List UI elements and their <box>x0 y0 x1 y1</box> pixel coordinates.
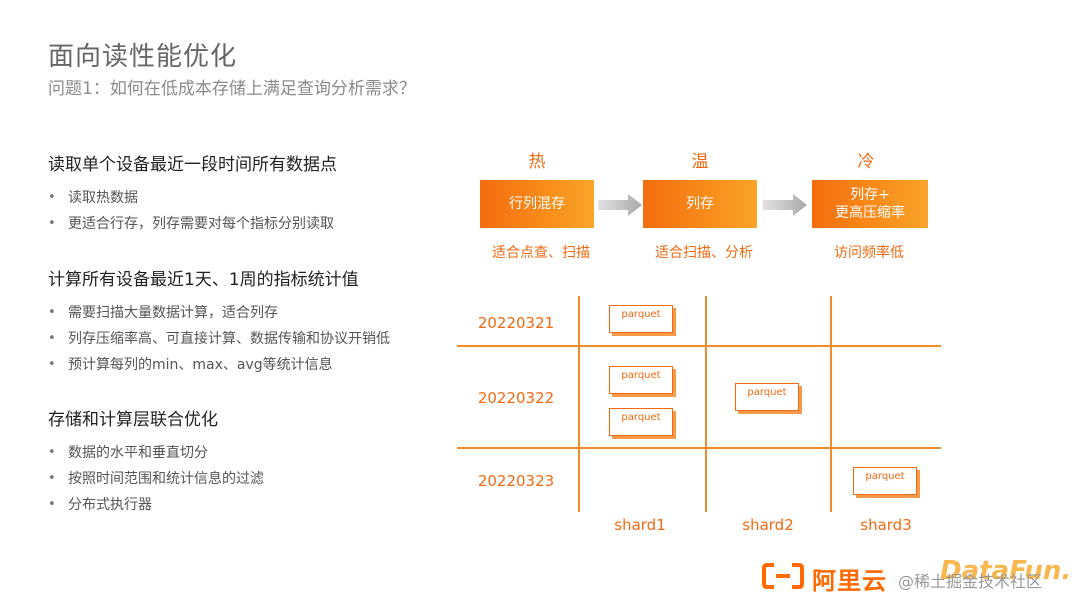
page-title: 面向读性能优化 <box>48 42 238 72</box>
bullet-list: • 需要扫描大量数据计算，适合列存 • 列存压缩率高、可直接计算、数据传输和协议开销… <box>48 300 448 378</box>
date-label: 20220322 <box>477 389 555 407</box>
grid-vertical-line <box>830 296 832 512</box>
bullet-text: 需要扫描大量数据计算，适合列存 <box>68 305 278 321</box>
tier-cold-desc: 访问频率低 <box>834 245 904 261</box>
bullet-item: • 预计算每列的min、max、avg等统计信息 <box>48 352 448 378</box>
parquet-file: parquet <box>609 305 673 333</box>
shard-label: shard1 <box>614 516 666 534</box>
bullet-icon: • <box>48 497 56 512</box>
bullet-item: • 读取热数据 <box>48 185 448 211</box>
bullet-text: 数据的水平和垂直切分 <box>68 445 208 461</box>
aliyun-logo: 阿里云 <box>762 560 887 596</box>
section-heading: 存储和计算层联合优化 <box>48 410 218 430</box>
bullet-list: • 读取热数据 • 更适合行存，列存需要对每个指标分别读取 <box>48 185 448 237</box>
date-label: 20220323 <box>477 472 555 490</box>
arrow-right-icon <box>763 194 807 220</box>
bullet-item: • 更适合行存，列存需要对每个指标分别读取 <box>48 211 448 237</box>
bullet-icon: • <box>48 305 56 320</box>
tier-cold-box-line1: 列存+ <box>850 187 890 203</box>
shard-label: shard3 <box>860 516 912 534</box>
bullet-item: • 需要扫描大量数据计算，适合列存 <box>48 300 448 326</box>
parquet-file: parquet <box>609 366 673 394</box>
bullet-text: 列存压缩率高、可直接计算、数据传输和协议开销低 <box>68 331 390 347</box>
date-label: 20220321 <box>477 314 555 332</box>
page-subtitle: 问题1：如何在低成本存储上满足查询分析需求？ <box>48 79 416 99</box>
bullet-icon: • <box>48 331 56 346</box>
arrow-right-icon <box>598 194 642 220</box>
bullet-icon: • <box>48 471 56 486</box>
tier-warm-label: 温 <box>691 152 709 172</box>
aliyun-logo-text: 阿里云 <box>812 566 887 595</box>
bullet-icon: • <box>48 357 56 372</box>
parquet-file: parquet <box>735 383 799 411</box>
bullet-item: • 数据的水平和垂直切分 <box>48 440 448 466</box>
section-heading: 计算所有设备最近1天、1周的指标统计值 <box>48 270 359 290</box>
section-compute-stats: 计算所有设备最近1天、1周的指标统计值 • 需要扫描大量数据计算，适合列存 • 列存… <box>48 265 448 378</box>
bullet-text: 预计算每列的min、max、avg等统计信息 <box>68 357 333 373</box>
parquet-file: parquet <box>853 467 917 495</box>
bullet-icon: • <box>48 216 56 231</box>
tier-warm-box: 列存 <box>643 180 757 228</box>
bullet-item: • 分布式执行器 <box>48 492 448 518</box>
aliyun-bracket-icon <box>762 562 804 594</box>
bullet-text: 按照时间范围和统计信息的过滤 <box>68 471 264 487</box>
bullet-text: 更适合行存，列存需要对每个指标分别读取 <box>68 216 334 232</box>
grid-vertical-line <box>578 296 580 512</box>
bullet-icon: • <box>48 445 56 460</box>
tier-cold-label: 冷 <box>857 152 875 172</box>
tier-hot-desc: 适合点查、扫描 <box>492 245 590 261</box>
bullet-text: 分布式执行器 <box>68 497 152 513</box>
juejin-watermark: @稀土掘金技术社区 <box>898 572 1043 591</box>
bullet-item: • 列存压缩率高、可直接计算、数据传输和协议开销低 <box>48 326 448 352</box>
bullet-icon: • <box>48 190 56 205</box>
section-heading: 读取单个设备最近一段时间所有数据点 <box>48 155 337 175</box>
section-read-single-device: 读取单个设备最近一段时间所有数据点 • 读取热数据 • 更适合行存，列存需要对每个指… <box>48 150 448 237</box>
grid-horizontal-line <box>457 345 941 347</box>
bullet-text: 读取热数据 <box>68 190 138 206</box>
grid-vertical-line <box>705 296 707 512</box>
tier-hot-label: 热 <box>528 152 546 172</box>
tier-cold-box-line2: 更高压缩率 <box>835 205 905 221</box>
datafun-watermark: DataFun. <box>940 556 1072 586</box>
parquet-file: parquet <box>609 408 673 436</box>
bullet-list: • 数据的水平和垂直切分 • 按照时间范围和统计信息的过滤 • 分布式执行器 <box>48 440 448 518</box>
tier-cold-box: 列存+ 更高压缩率 <box>812 180 928 228</box>
tier-hot-box: 行列混存 <box>480 180 594 228</box>
section-storage-compute: 存储和计算层联合优化 • 数据的水平和垂直切分 • 按照时间范围和统计信息的过滤 •… <box>48 405 448 518</box>
tier-warm-desc: 适合扫描、分析 <box>655 245 753 261</box>
shard-label: shard2 <box>742 516 794 534</box>
bullet-item: • 按照时间范围和统计信息的过滤 <box>48 466 448 492</box>
grid-horizontal-line <box>457 447 941 449</box>
